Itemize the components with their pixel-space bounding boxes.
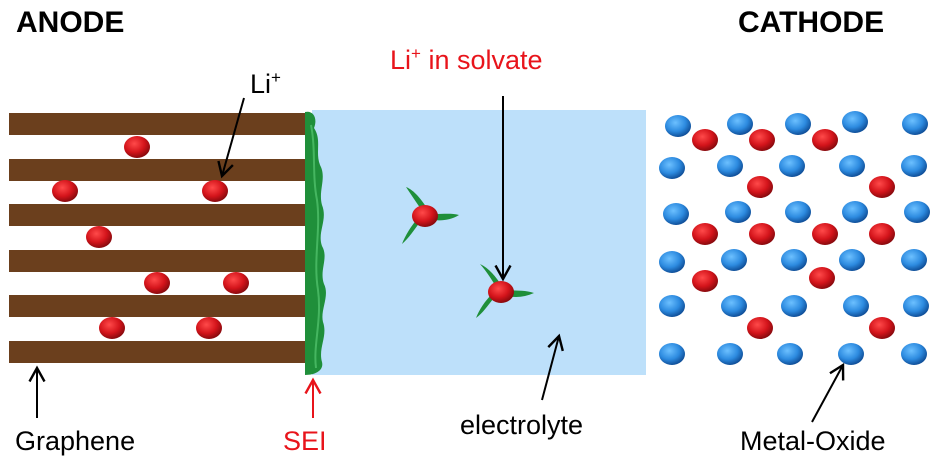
lithium-ion <box>812 129 838 151</box>
metal-oxide-arrow <box>811 362 845 423</box>
metal-oxide-particle <box>779 155 805 177</box>
graphene-layer <box>9 250 306 272</box>
lithium-ion <box>196 317 222 339</box>
metal-oxide-particle <box>727 113 753 135</box>
cathode-heading: CATHODE <box>738 6 885 39</box>
lithium-ion <box>749 223 775 245</box>
metal-oxide-particle <box>659 343 685 365</box>
lithium-ion <box>692 223 718 245</box>
metal-oxide-particle <box>842 201 868 223</box>
lithium-ion <box>202 180 228 202</box>
lithium-ion <box>692 270 718 292</box>
lithium-ion <box>412 205 438 227</box>
sei-highlight <box>310 124 321 369</box>
li-solvate-label: Li+ in solvate <box>390 44 543 76</box>
metal-oxide-particle <box>842 111 868 133</box>
sei-label: SEI <box>283 426 327 456</box>
graphene-layer <box>9 341 306 363</box>
lithium-ion <box>747 317 773 339</box>
solvated-lithium-1 <box>402 187 459 244</box>
metal-oxide-particle <box>659 157 685 179</box>
graphene-label: Graphene <box>15 426 136 456</box>
lithium-ion <box>749 129 775 151</box>
metal-oxide-particle <box>665 115 691 137</box>
metal-oxide-particle <box>717 155 743 177</box>
metal-oxide-particle <box>785 113 811 135</box>
lithium-ion <box>869 176 895 198</box>
metal-oxide-particle <box>659 295 685 317</box>
metal-oxide-particle <box>902 113 928 135</box>
metal-oxide-particle <box>904 201 930 223</box>
metal-oxide-particle <box>717 343 743 365</box>
electrolyte-label: electrolyte <box>460 410 584 440</box>
lithium-ion <box>223 272 249 294</box>
intercalated-lithium <box>52 136 249 339</box>
li-ion-arrow <box>217 97 245 179</box>
metal-oxide-particle <box>839 249 865 271</box>
lithium-ion <box>488 281 514 303</box>
lithium-ion <box>86 226 112 248</box>
metal-oxide-particle <box>781 249 807 271</box>
metal-oxide-particle <box>663 203 689 225</box>
solvated-lithium-2 <box>476 264 534 318</box>
sei-layer <box>305 111 326 376</box>
metal-oxide-particle <box>785 201 811 223</box>
li-ion-charge: + <box>271 68 281 87</box>
lithium-ion <box>124 136 150 158</box>
li-ion-base: Li <box>250 69 272 99</box>
lithium-ion <box>99 317 125 339</box>
metal-oxide-particle <box>781 295 807 317</box>
lithium-ion <box>144 272 170 294</box>
graphene-layer <box>9 204 306 226</box>
lithium-ion <box>52 180 78 202</box>
cathode-lattice <box>659 111 930 365</box>
lithium-ion <box>869 317 895 339</box>
anode-heading: ANODE <box>16 6 125 39</box>
metal-oxide-particle <box>659 251 685 273</box>
lithium-ion <box>812 223 838 245</box>
graphene-layer <box>9 159 306 181</box>
metal-oxide-particle <box>839 155 865 177</box>
lithium-ion <box>869 223 895 245</box>
electrolyte-region <box>312 110 646 375</box>
li-ion-label: Li+ <box>250 68 281 100</box>
metal-oxide-particle <box>838 343 864 365</box>
metal-oxide-particle <box>901 155 927 177</box>
lithium-ion <box>692 129 718 151</box>
lithium-ion <box>809 267 835 289</box>
metal-oxide-particle <box>843 295 869 317</box>
metal-oxide-particle <box>903 295 929 317</box>
metal-oxide-particle <box>777 343 803 365</box>
metal-oxide-particle <box>901 343 927 365</box>
metal-oxide-particle <box>901 249 927 271</box>
graphene-layers <box>9 113 306 363</box>
li-solvate-charge: + <box>411 44 421 63</box>
graphene-layer <box>9 113 306 135</box>
metal-oxide-particle <box>725 201 751 223</box>
li-solvate-base: Li <box>390 45 412 75</box>
electrolyte-arrow <box>541 333 564 401</box>
metal-oxide-label: Metal-Oxide <box>740 426 886 456</box>
lithium-ion <box>747 176 773 198</box>
metal-oxide-particle <box>721 295 747 317</box>
metal-oxide-particle <box>721 249 747 271</box>
li-solvate-rest: in solvate <box>420 45 543 75</box>
graphene-layer <box>9 295 306 317</box>
